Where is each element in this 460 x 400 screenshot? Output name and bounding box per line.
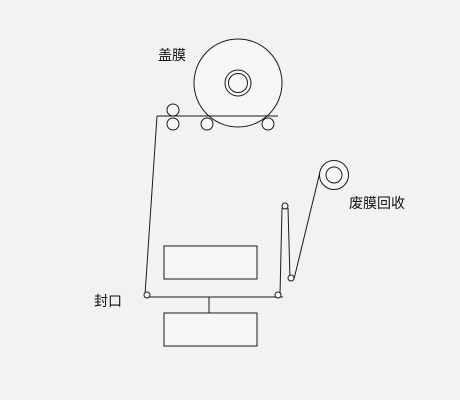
film-left-run xyxy=(144,115,158,296)
tension-roller-bottom xyxy=(287,274,295,282)
guide-roller-left xyxy=(166,117,180,131)
sealing-platform xyxy=(163,312,258,347)
cover-film-roll-hub-inner xyxy=(228,73,248,93)
film-right-run-outer xyxy=(279,207,283,296)
film-to-waste-roll xyxy=(293,171,321,280)
tension-roller-top xyxy=(281,202,289,210)
waste-film-recovery-label: 废膜回收 xyxy=(349,196,405,212)
waste-film-roll-hub xyxy=(325,166,343,184)
film-right-run-inner xyxy=(287,207,291,280)
seal-label: 封口 xyxy=(94,294,122,310)
guide-roller-middle xyxy=(200,117,214,131)
cover-film-label: 盖膜 xyxy=(158,48,186,64)
sealing-head-block xyxy=(163,245,258,280)
corner-roller-bottom-left xyxy=(143,291,151,299)
guide-roller-top xyxy=(166,103,180,117)
guide-roller-right xyxy=(261,117,275,131)
corner-roller-bottom-right xyxy=(274,291,282,299)
